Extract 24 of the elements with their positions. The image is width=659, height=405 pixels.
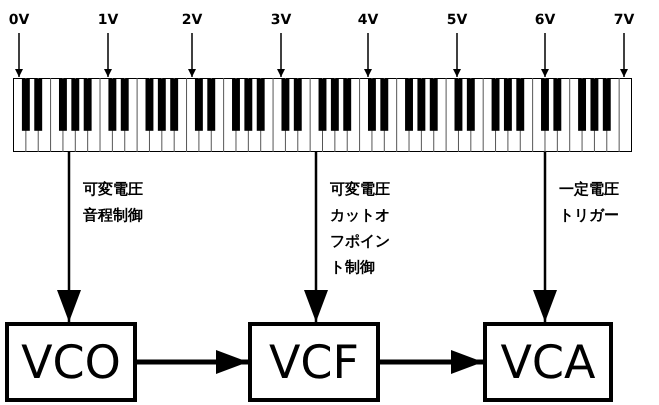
voltage-label: 0V [3,12,35,30]
arrow [541,33,549,77]
arrow [453,33,461,77]
voltage-label: 4V [352,12,384,30]
arrow [188,33,196,77]
arrow [364,33,372,77]
arrow [57,152,81,322]
module-box: VCF [248,322,380,402]
arrow [304,152,328,322]
voltage-label: 7V [608,12,640,30]
arrow [533,152,557,322]
module-box: VCA [483,322,613,402]
arrow [104,33,112,77]
arrow [137,350,248,374]
arrow [277,33,285,77]
voltage-label: 5V [441,12,473,30]
voltage-label: 1V [92,12,124,30]
arrow [15,33,23,77]
arrow [620,33,628,77]
voltage-label: 6V [529,12,561,30]
voltage-label: 2V [176,12,208,30]
arrow [380,350,483,374]
voltage-label: 3V [265,12,297,30]
module-box: VCO [5,322,137,402]
